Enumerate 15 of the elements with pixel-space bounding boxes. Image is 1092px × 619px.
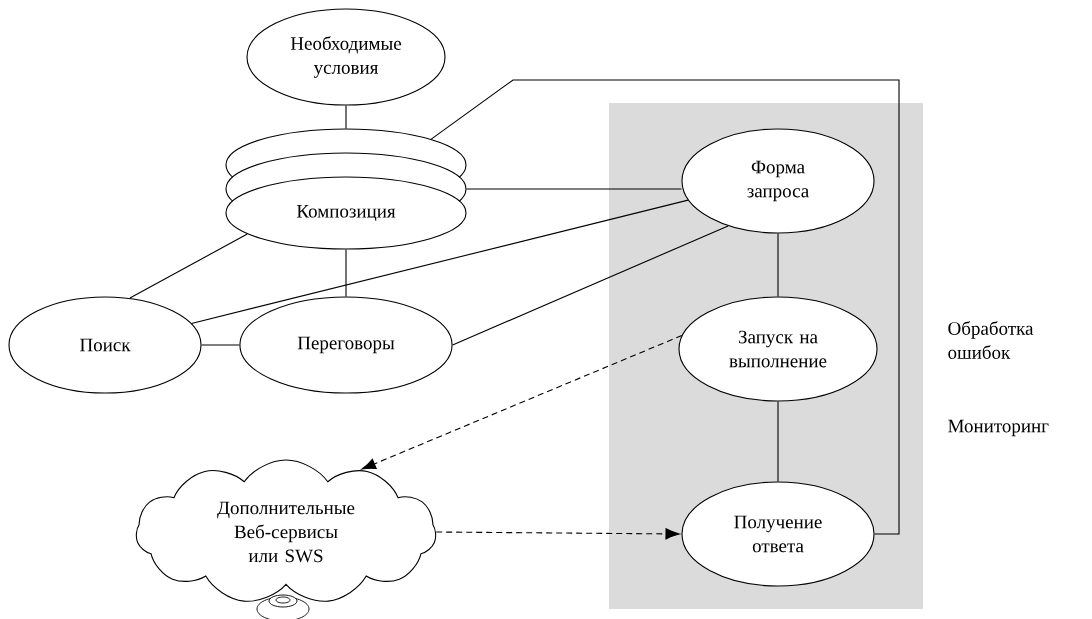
node-label: Композиция [296, 204, 396, 222]
connector-line [201, 344, 240, 346]
connector-line [345, 105, 347, 129]
connector-line [452, 225, 729, 346]
connector-line [190, 199, 689, 324]
dashed-arrow [361, 334, 683, 470]
connector-line [777, 401, 779, 482]
stacked-ellipses: Композиция [225, 128, 467, 250]
connector-line [430, 79, 900, 535]
connector-line [129, 233, 248, 299]
connector-line [345, 249, 347, 297]
connector-line [777, 233, 779, 297]
side-note: Мониторинг [948, 419, 1049, 437]
side-note: Обработка ошибок [948, 321, 1034, 359]
dashed-arrow [435, 528, 680, 540]
